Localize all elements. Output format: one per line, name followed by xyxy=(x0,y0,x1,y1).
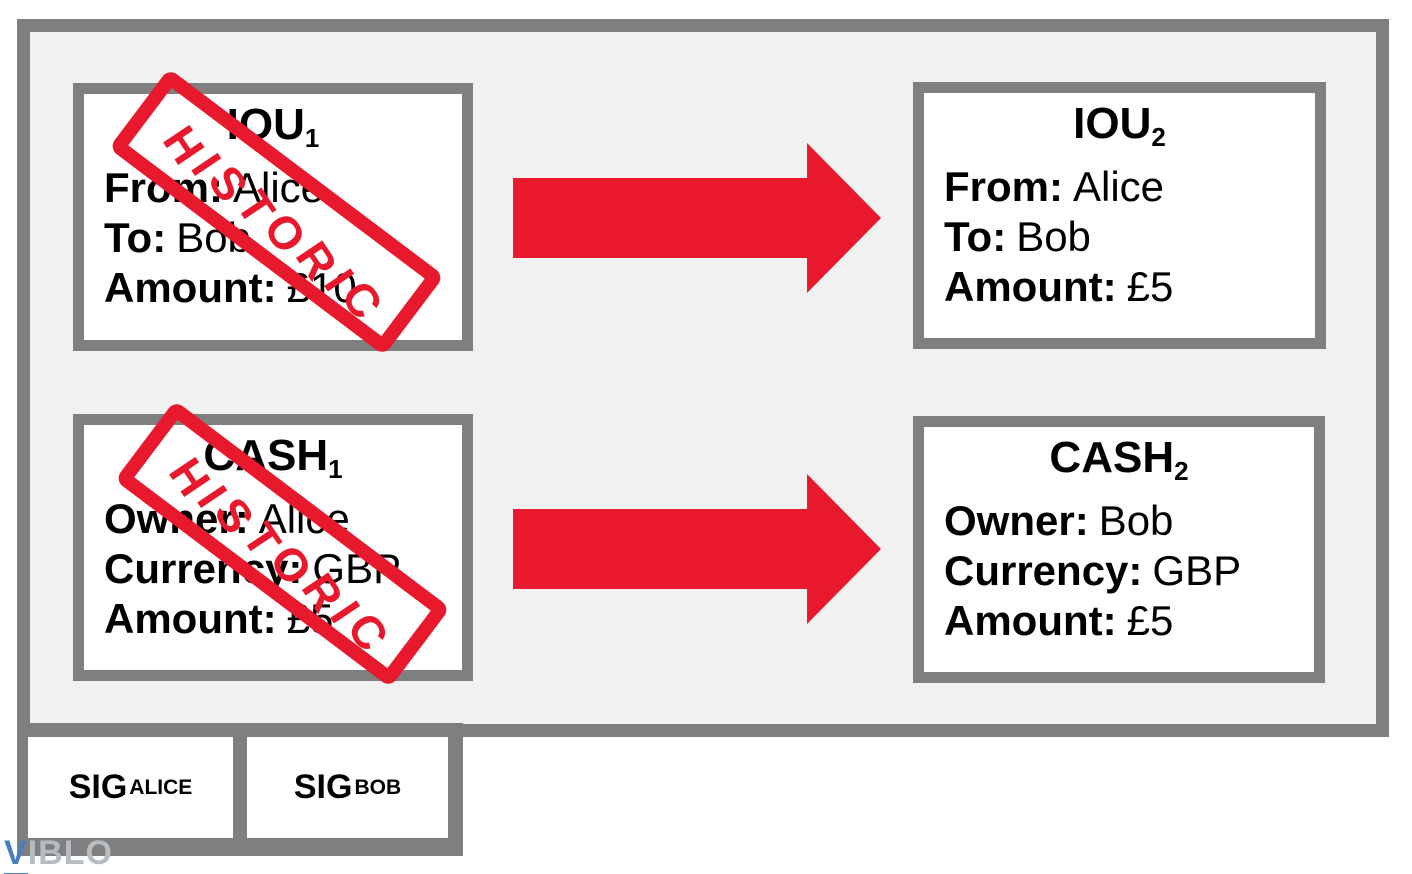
state-box-cash1-title-subscript: 1 xyxy=(328,454,343,484)
state-box-cash2: CASH2 Owner:Bob Currency:GBP Amount:£5 xyxy=(913,416,1325,683)
viblo-watermark-logo: VIBLO xyxy=(4,834,113,874)
state-box-cash1-title: CASH1 xyxy=(84,431,462,494)
state-box-iou1-row-to: To:Bob xyxy=(104,214,251,261)
state-box-cash2-row-owner: Owner:Bob xyxy=(944,497,1174,544)
viblo-watermark-rest: IBLO xyxy=(27,834,113,872)
state-box-cash1: CASH1 Owner:Alice Currency:GBP Amount:£5 xyxy=(73,414,473,681)
state-box-cash1-row-amount: Amount:£5 xyxy=(104,595,334,642)
state-box-iou1-row-from: From:Alice xyxy=(104,164,325,211)
signature-alice-subscript: ALICE xyxy=(129,775,193,799)
state-box-iou2-row-amount: Amount:£5 xyxy=(944,263,1174,310)
state-box-cash2-title-subscript: 2 xyxy=(1174,456,1189,486)
state-box-iou1-title-subscript: 1 xyxy=(304,123,320,153)
state-box-iou1-title-text: IOU xyxy=(226,100,305,149)
state-box-iou2-title: IOU2 xyxy=(924,99,1315,162)
state-box-cash1-row-owner: Owner:Alice xyxy=(104,495,350,542)
state-box-iou1-row-amount: Amount:£10 xyxy=(104,264,357,311)
state-box-iou2-row-to: To:Bob xyxy=(944,213,1091,260)
state-box-cash2-row-currency: Currency:GBP xyxy=(944,547,1242,594)
signature-bob-prefix: SIG xyxy=(293,768,353,806)
state-box-iou1-title: IOU1 xyxy=(84,100,462,163)
state-box-iou2: IOU2 From:Alice To:Bob Amount:£5 xyxy=(913,82,1326,349)
state-box-cash1-title-text: CASH xyxy=(203,431,329,480)
state-box-iou2-row-from: From:Alice xyxy=(944,163,1165,210)
signature-alice-prefix: SIG xyxy=(68,768,128,806)
state-box-iou2-title-subscript: 2 xyxy=(1151,122,1166,152)
state-box-cash2-title: CASH2 xyxy=(924,433,1314,496)
state-box-iou2-title-text: IOU xyxy=(1073,99,1152,148)
state-box-cash2-row-amount: Amount:£5 xyxy=(944,597,1174,644)
viblo-watermark-v: V xyxy=(4,834,28,874)
state-box-cash2-title-text: CASH xyxy=(1049,433,1175,482)
state-box-iou1: IOU1 From:Alice To:Bob Amount:£10 xyxy=(73,83,473,351)
state-box-cash1-row-currency: Currency:GBP xyxy=(104,545,402,592)
signature-bob-subscript: BOB xyxy=(354,775,402,799)
